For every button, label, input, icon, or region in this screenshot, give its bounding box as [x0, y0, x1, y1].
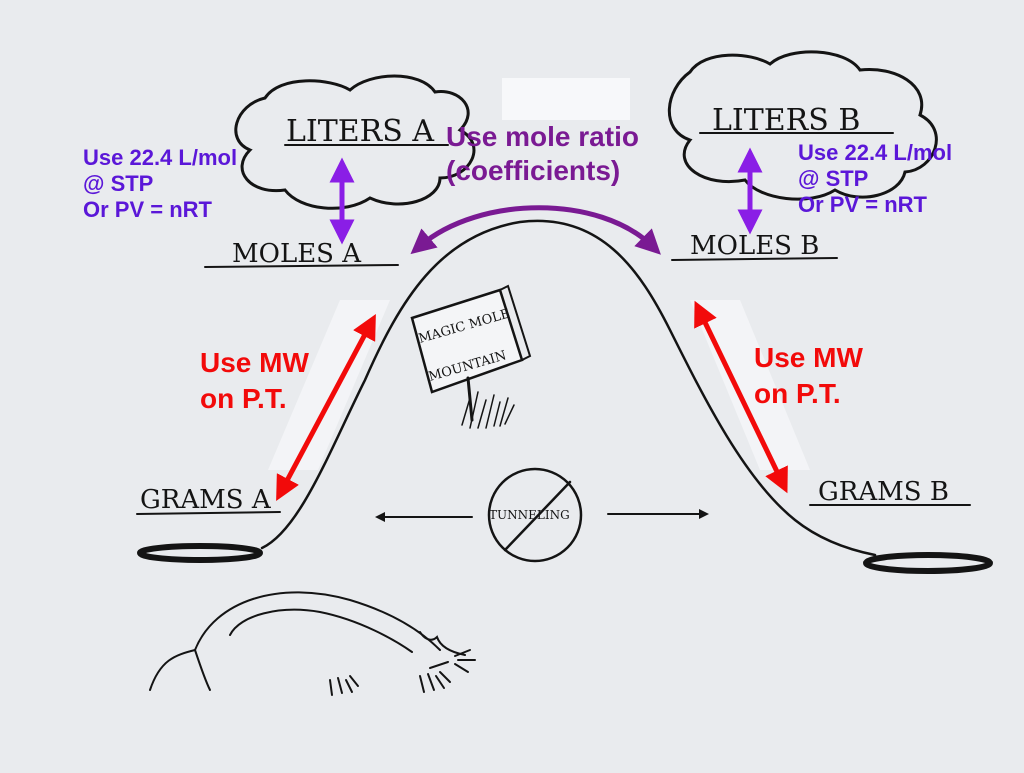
- left-mw-note: Use MW on P.T.: [200, 345, 309, 418]
- mole-ratio-note-line: Use mole ratio: [446, 121, 639, 152]
- cloud-icon: [234, 74, 476, 210]
- moles-b-underline: [671, 257, 838, 261]
- moles-b-label: MOLES B: [690, 231, 819, 261]
- left-mw-note-line: on P.T.: [200, 383, 287, 415]
- left-gas-note-line: @ STP: [83, 170, 154, 196]
- right-gas-note-line: @ STP: [798, 165, 869, 191]
- hole-b: [863, 552, 993, 574]
- liters-a-label: LITERS A: [286, 114, 434, 149]
- grams-b-label: GRAMS B: [818, 477, 949, 507]
- grams-a-underline: [136, 511, 281, 515]
- no-tunneling-icon: TUNNELING: [487, 467, 583, 563]
- mole-ratio-note-line: (coefficients): [446, 154, 621, 186]
- mole-ratio-arrow: [410, 205, 661, 255]
- right-mw-note-line: Use MW: [754, 342, 863, 373]
- left-gas-note-line: Use 22.4 L/mol: [83, 145, 238, 170]
- mw-arrow-a: [276, 313, 376, 502]
- left-gas-note: Use 22.4 L/mol @ STP Or PV = nRT: [83, 145, 237, 223]
- moles-a-label: MOLES A: [232, 239, 362, 269]
- right-gas-note: Use 22.4 L/mol @ STP Or PV = nRT: [798, 140, 952, 218]
- right-gas-note-line: Use 22.4 L/mol: [798, 140, 953, 165]
- grass-icon: [461, 391, 515, 429]
- highlight-block: [502, 78, 630, 120]
- hole-a: [137, 543, 263, 563]
- cloud-icon: [667, 50, 938, 201]
- liters-b-label: LITERS B: [712, 103, 860, 138]
- moles-a-underline: [204, 264, 399, 268]
- right-mw-note-line: on P.T.: [754, 378, 841, 410]
- magic-mole-mountain-sign: MAGIC MOLE MOUNTAIN: [410, 284, 532, 422]
- left-mw-note-line: Use MW: [200, 347, 309, 378]
- right-gas-note-line: Or PV = nRT: [798, 191, 927, 217]
- mw-arrow-b: [694, 300, 788, 494]
- mole-ratio-note: Use mole ratio (coefficients): [446, 120, 639, 187]
- tunneling-label: TUNNELING: [489, 508, 570, 522]
- right-mw-note: Use MW on P.T.: [754, 340, 863, 413]
- grams-a-label: GRAMS A: [140, 485, 272, 515]
- left-gas-note-line: Or PV = nRT: [83, 196, 212, 222]
- mole-icon: [149, 591, 476, 696]
